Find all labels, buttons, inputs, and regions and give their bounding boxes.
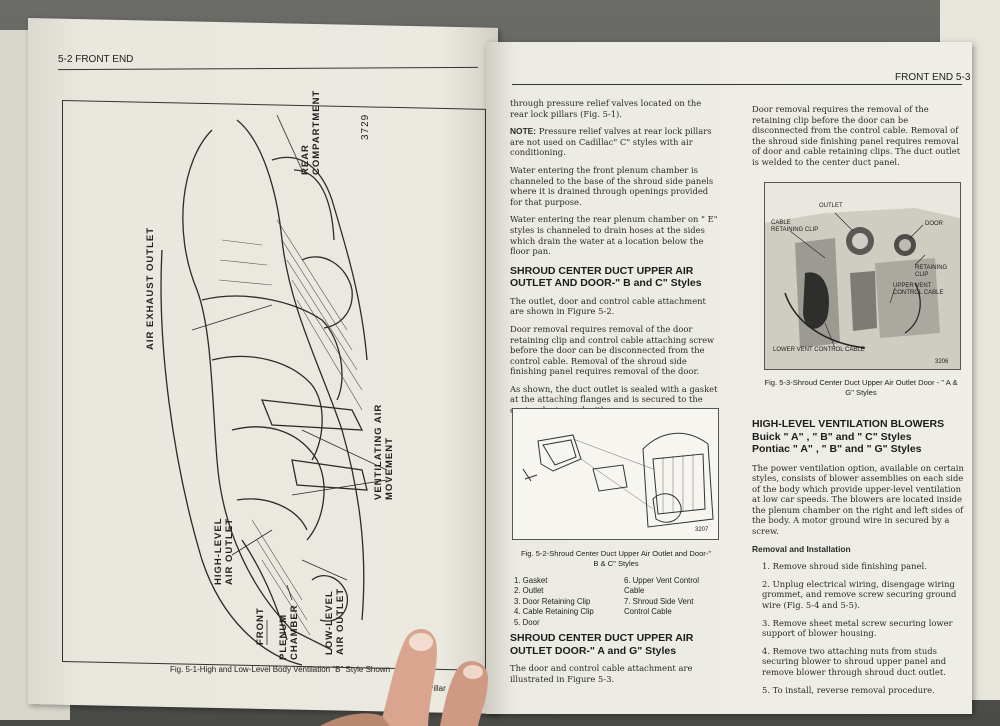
label-plenum-chamber: PLENUM CHAMBER: [278, 604, 300, 660]
figure-5-3-number: 3206: [935, 359, 949, 365]
paragraph-door-removal-ag: Door removal requires the removal of the…: [752, 104, 961, 167]
label-ventilating-air-movement: VENTILATING AIR MOVEMENT: [373, 403, 395, 500]
figure-5-3-photo: OUTLET CABLE RETAINING CLIP DOOR RETAINI…: [764, 182, 961, 370]
paragraph-figure-5-3-ref: The door and control cable attachment ar…: [510, 663, 693, 684]
legend-column-b: 6. Upper Vent Control Cable 7. Shroud Si…: [624, 576, 716, 618]
left-page-header: 5-2 FRONT END: [58, 54, 134, 65]
section-heading-blowers: HIGH-LEVEL VENTILATION BLOWERS: [752, 418, 945, 430]
legend-item-shroud-side-vent-cable: 7. Shroud Side Vent Control Cable: [624, 596, 694, 617]
duct-outlet-drawing: [522, 432, 714, 528]
figure-5-2-caption: Fig. 5-2-Shroud Center Duct Upper Air Ou…: [520, 549, 712, 568]
step-4: 4. Remove two attaching nuts from studs …: [762, 645, 947, 677]
paragraph-pressure-relief: through pressure relief valves located o…: [510, 98, 702, 119]
label-high-level-air-outlet: HIGH-LEVEL AIR OUTLET: [213, 517, 235, 585]
figure-5-2-number: 3207: [695, 527, 709, 533]
figure-5-1-caption-tail: Pillar: [428, 684, 446, 693]
right-page-header: FRONT END 5-3: [895, 72, 971, 83]
step-1: 1. Remove shroud side finishing panel.: [762, 561, 927, 572]
legend-item-door-retaining-clip: 3. Door Retaining Clip: [514, 596, 591, 606]
right-page: [486, 42, 972, 714]
paragraph-rear-plenum: Water entering the rear plenum chamber o…: [510, 214, 718, 257]
right-header-rule: [512, 84, 962, 85]
step-2: 2. Unplug electrical wiring, disengage w…: [762, 578, 957, 611]
legend-item-gasket: 1. Gasket: [514, 576, 548, 585]
paragraph-outlet-door: The outlet, door and control cable attac…: [510, 295, 706, 317]
legend-item-cable-retaining-clip: 4. Cable Retaining Clip: [514, 607, 594, 617]
car-body-ventilation-diagram: [160, 114, 388, 666]
right-page-column-1: through pressure relief valves located o…: [510, 98, 720, 423]
label-door: DOOR: [925, 221, 943, 227]
label-retaining-clip: RETAINING CLIP: [915, 265, 948, 278]
figure-5-1-caption: Fig. 5-1-High and Low-Level Body Ventila…: [170, 665, 391, 674]
note-label: NOTE:: [510, 126, 537, 137]
paragraph-front-plenum: Water entering the front plenum chamber …: [510, 164, 714, 207]
section-subheading-buick: Buick " A" , " B" and " C" Styles: [752, 430, 912, 443]
note-paragraph: NOTE: Pressure relief valves at rear loc…: [510, 126, 720, 158]
hand-holding-book: [320, 628, 488, 726]
figure-5-2-illustration: 3207: [512, 408, 719, 540]
label-upper-vent-control-cable: UPPER VENT CONTROL CABLE: [893, 283, 944, 296]
figure-5-3-caption: Fig. 5-3-Shroud Center Duct Upper Air Ou…: [764, 378, 958, 397]
paragraph-power-ventilation: The power ventilation option, available …: [752, 462, 964, 537]
legend-item-door: 5. Door: [514, 617, 540, 627]
label-cable-retaining-clip: CABLE RETAINING CLIP: [771, 220, 819, 233]
right-page-column-2-bottom: HIGH-LEVEL VENTILATION BLOWERS Buick " A…: [752, 418, 964, 702]
legend-column-a: 1. Gasket 2. Outlet 3. Door Retaining Cl…: [514, 576, 614, 628]
note-text: Pressure relief valves at rear lock pill…: [510, 126, 712, 158]
legend-item-outlet: 2. Outlet: [514, 586, 544, 596]
legend-item-upper-vent-cable: 6. Upper Vent Control Cable: [624, 576, 699, 596]
duct-outlet-door-photo: [765, 183, 960, 369]
right-page-column-1-bottom: SHROUD CENTER DUCT UPPER AIR OUTLET DOOR…: [510, 632, 720, 691]
step-3: 3. Remove sheet metal screw securing low…: [762, 617, 953, 639]
label-air-exhaust-outlet: AIR EXHAUST OUTLET: [145, 226, 156, 350]
label-outlet: OUTLET: [819, 203, 843, 209]
removal-installation-heading: Removal and Installation: [752, 543, 851, 554]
figure-number-3729: 3729: [360, 113, 371, 140]
paragraph-door-removal: Door removal requires removal of the doo…: [510, 323, 715, 377]
step-5: 5. To install, reverse removal procedure…: [762, 684, 935, 695]
right-page-column-2: Door removal requires the removal of the…: [752, 104, 962, 175]
label-rear-compartment: REAR COMPARTMENT: [300, 89, 322, 175]
section-heading-ag-styles: SHROUD CENTER DUCT UPPER AIR OUTLET DOOR…: [510, 632, 694, 657]
section-subheading-pontiac: Pontiac " A" , " B" and " G" Styles: [752, 443, 922, 455]
section-heading-bc-styles: SHROUD CENTER DUCT UPPER AIR OUTLET AND …: [510, 264, 702, 290]
label-lower-vent-control-cable: LOWER VENT CONTROL CABLE: [773, 347, 865, 353]
label-front: FRONT: [255, 607, 266, 645]
